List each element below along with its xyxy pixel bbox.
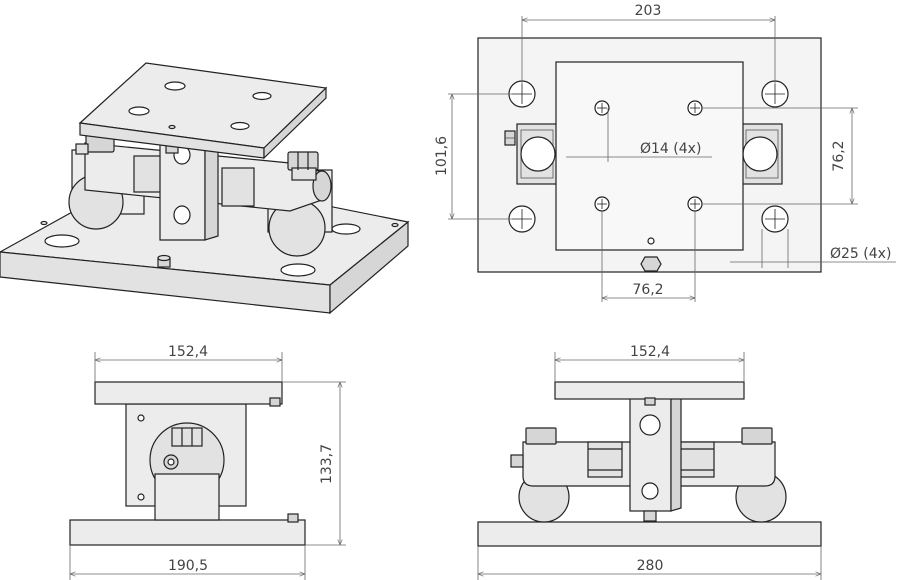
dim-hole-14: Ø14 (4x)	[640, 141, 701, 157]
dim-front-152-4: 152,4	[630, 344, 670, 360]
top-view	[448, 16, 896, 302]
isometric-view	[0, 62, 410, 315]
dim-side-133-7: 133,7	[319, 444, 335, 484]
dim-76-2-vertical: 76,2	[831, 140, 847, 171]
dim-203: 203	[635, 3, 662, 19]
dim-101-6: 101,6	[434, 136, 450, 176]
dim-side-152-4: 152,4	[168, 344, 208, 360]
side-view	[69, 352, 346, 580]
dim-side-190-5: 190,5	[168, 558, 208, 574]
dim-front-280: 280	[637, 558, 664, 574]
dim-76-2-horizontal: 76,2	[632, 282, 663, 298]
front-view	[477, 352, 822, 580]
dim-hole-25: Ø25 (4x)	[830, 246, 891, 262]
